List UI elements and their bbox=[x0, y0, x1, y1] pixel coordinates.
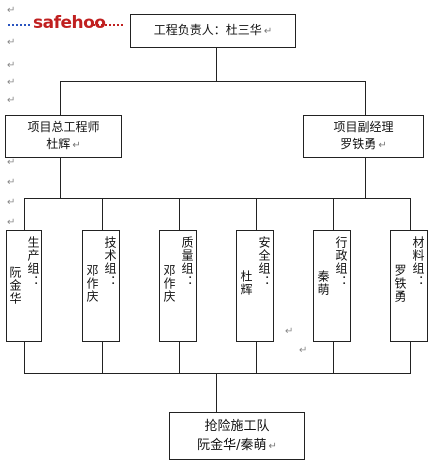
group-title: 质量组： bbox=[180, 236, 194, 288]
watermark-dots-right bbox=[93, 24, 123, 26]
emergency-team-box: 抢险施工队 阮金华/秦萌↵ bbox=[169, 412, 305, 460]
para-mark: ↵ bbox=[7, 95, 16, 106]
group-person: 邓作庆 bbox=[162, 264, 176, 303]
group-box-quality: 邓作庆 质量组： bbox=[159, 230, 197, 342]
para-mark: ↵ bbox=[378, 140, 387, 151]
deputy-manager-name: 罗铁勇 bbox=[340, 137, 377, 151]
drop-5 bbox=[333, 198, 334, 231]
rise-3 bbox=[179, 341, 180, 374]
rise-5 bbox=[333, 341, 334, 374]
para-mark: ↵ bbox=[7, 5, 16, 16]
project-leader-text: 工程负责人：杜三华↵ bbox=[154, 22, 272, 40]
para-mark: ↵ bbox=[7, 217, 16, 228]
deputy-manager-title: 项目副经理 bbox=[333, 120, 394, 134]
chief-engineer-name: 杜辉 bbox=[46, 137, 71, 151]
group-box-technical: 邓作庆 技术组： bbox=[82, 230, 120, 342]
drop-3 bbox=[179, 198, 180, 231]
para-mark: ↵ bbox=[7, 37, 16, 48]
watermark-dots-left bbox=[8, 24, 30, 26]
rise-4 bbox=[256, 341, 257, 374]
drop-6 bbox=[410, 198, 411, 231]
group-title: 行政组： bbox=[334, 236, 348, 288]
project-leader-label: 工程负责人：杜三华 bbox=[153, 23, 262, 37]
para-mark: ↵ bbox=[72, 140, 81, 151]
line-group-bus-top bbox=[24, 198, 410, 199]
rise-6 bbox=[410, 341, 411, 374]
para-mark: ↵ bbox=[263, 26, 273, 37]
group-box-production: 阮金华 生产组： bbox=[6, 230, 42, 342]
drop-2 bbox=[102, 198, 103, 231]
group-title: 技术组： bbox=[103, 236, 117, 288]
para-mark: ↵ bbox=[7, 157, 16, 168]
group-box-materials: 罗铁勇 材料组： bbox=[390, 230, 428, 342]
group-person: 罗铁勇 bbox=[393, 264, 407, 303]
line-right-down bbox=[365, 81, 366, 116]
group-title: 生产组： bbox=[26, 236, 40, 288]
line-level2-horizontal bbox=[60, 81, 366, 82]
para-mark: ↵ bbox=[7, 177, 16, 188]
line-left-down bbox=[60, 81, 61, 116]
emergency-team-title: 抢险施工队 bbox=[204, 418, 270, 434]
line-right-to-bus bbox=[365, 157, 366, 199]
group-person: 杜辉 bbox=[239, 270, 253, 296]
line-left-to-bus bbox=[60, 157, 61, 199]
drop-4 bbox=[256, 198, 257, 231]
group-box-safety: 杜辉 安全组： bbox=[236, 230, 274, 342]
drop-1 bbox=[24, 198, 25, 231]
para-mark: ↵ bbox=[7, 197, 16, 208]
deputy-manager-box: 项目副经理 罗铁勇↵ bbox=[303, 115, 424, 158]
para-mark: ↵ bbox=[268, 440, 277, 452]
project-leader-box: 工程负责人：杜三华↵ bbox=[130, 14, 296, 48]
rise-1 bbox=[24, 341, 25, 374]
group-person: 阮金华 bbox=[8, 266, 22, 305]
group-person: 邓作庆 bbox=[85, 264, 99, 303]
group-title: 安全组： bbox=[257, 236, 271, 288]
para-mark: ↵ bbox=[7, 60, 16, 71]
rise-2 bbox=[102, 341, 103, 374]
line-top-down bbox=[216, 47, 217, 82]
para-mark: ↵ bbox=[285, 326, 294, 337]
group-person: 秦萌 bbox=[316, 270, 330, 296]
chief-engineer-box: 项目总工程师 杜辉↵ bbox=[5, 115, 122, 158]
watermark-logo: safehoo bbox=[33, 13, 106, 33]
chief-engineer-title: 项目总工程师 bbox=[27, 120, 100, 134]
line-group-bus-bottom bbox=[24, 373, 410, 374]
line-to-bottom-box bbox=[216, 373, 217, 413]
para-mark: ↵ bbox=[7, 77, 16, 88]
group-title: 材料组： bbox=[411, 236, 425, 288]
para-mark: ↵ bbox=[299, 345, 308, 356]
emergency-team-members: 阮金华/秦萌 bbox=[197, 437, 267, 453]
group-box-admin: 秦萌 行政组： bbox=[313, 230, 351, 342]
